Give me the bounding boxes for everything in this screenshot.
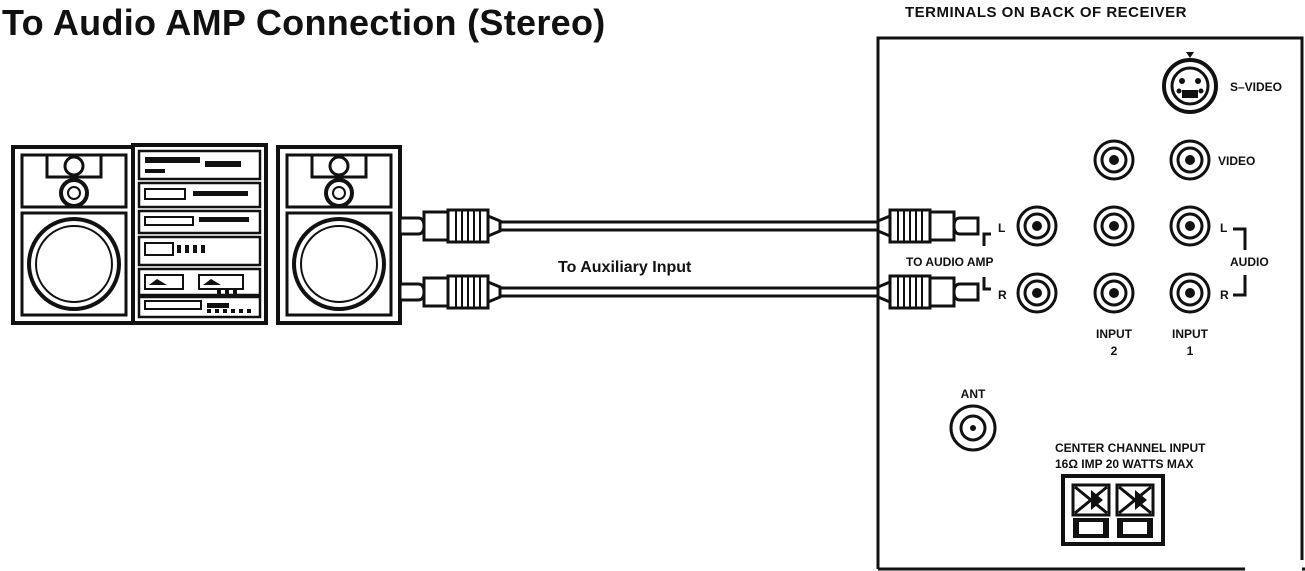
input1-label: INPUT bbox=[1172, 327, 1209, 341]
input1-r-mark: R bbox=[1220, 288, 1229, 302]
stereo-rack bbox=[131, 143, 268, 325]
audio-label: AUDIO bbox=[1230, 255, 1269, 269]
center-channel-spec: 16Ω IMP 20 WATTS MAX bbox=[1055, 457, 1194, 471]
video-label: VIDEO bbox=[1218, 154, 1255, 168]
input2-audio-jack-l bbox=[1093, 205, 1135, 247]
audio-cable-r bbox=[398, 274, 980, 310]
input1-audio-jack-r bbox=[1169, 272, 1211, 314]
ant-label: ANT bbox=[961, 387, 986, 401]
input2-label: INPUT bbox=[1096, 327, 1133, 341]
input1-audio-jack-l bbox=[1169, 205, 1211, 247]
svideo-label: S–VIDEO bbox=[1230, 80, 1282, 94]
left-speaker bbox=[11, 145, 137, 325]
to-audio-amp-label: TO AUDIO AMP bbox=[906, 255, 994, 269]
amp-l-mark: L bbox=[998, 221, 1005, 235]
antenna-jack bbox=[949, 404, 997, 452]
audio-cable-l bbox=[398, 208, 980, 244]
cable-label: To Auxiliary Input bbox=[558, 259, 692, 276]
input1-number: 1 bbox=[1187, 344, 1194, 358]
audio-amp-jack-l bbox=[1016, 205, 1058, 247]
amp-r-mark: R bbox=[998, 288, 1007, 302]
video-jack-input-1 bbox=[1169, 139, 1211, 181]
input2-number: 2 bbox=[1111, 344, 1118, 358]
audio-amp-jack-r bbox=[1016, 272, 1058, 314]
svideo-jack bbox=[1162, 52, 1218, 114]
center-channel-terminal bbox=[1061, 474, 1165, 546]
video-jack-input-2 bbox=[1093, 139, 1135, 181]
center-channel-label: CENTER CHANNEL INPUT bbox=[1055, 441, 1206, 455]
panel-caption: TERMINALS ON BACK OF RECEIVER bbox=[905, 4, 1188, 21]
input1-l-mark: L bbox=[1220, 221, 1227, 235]
page-title: To Audio AMP Connection (Stereo) bbox=[2, 2, 606, 43]
input2-audio-jack-r bbox=[1093, 272, 1135, 314]
right-speaker bbox=[276, 145, 402, 325]
